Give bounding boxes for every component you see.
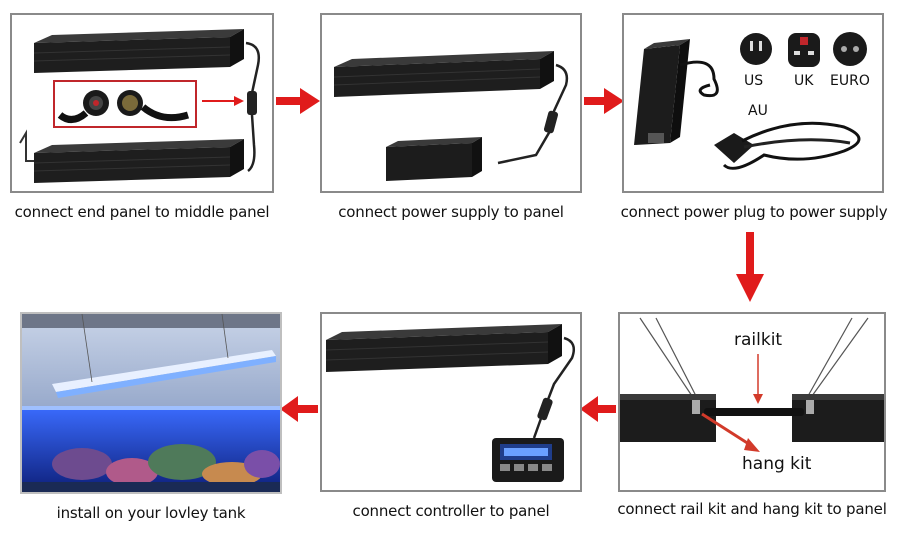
flow-arrow-right-1 bbox=[276, 88, 320, 114]
power-supply-brick bbox=[386, 137, 482, 181]
uk-plug-label: UK bbox=[794, 73, 814, 89]
step-1-panel bbox=[10, 13, 274, 193]
power-adapter bbox=[634, 39, 719, 145]
left-fixture bbox=[620, 394, 716, 442]
aquarium-tank bbox=[22, 406, 280, 492]
step-3-panel: US UK EURO AU bbox=[622, 13, 884, 193]
flow-arrow-down bbox=[736, 232, 764, 302]
step-1-caption: connect end panel to middle panel bbox=[14, 203, 270, 221]
top-light-fixture bbox=[33, 29, 244, 73]
flow-arrow-right-2 bbox=[584, 88, 624, 114]
euro-plug-icon bbox=[833, 32, 867, 66]
step-4-panel: railkit hang kit bbox=[618, 312, 886, 492]
au-plug-label: AU bbox=[748, 103, 768, 119]
connector-closeup bbox=[57, 90, 190, 123]
step-6-panel bbox=[20, 312, 282, 494]
us-plug-icon bbox=[740, 33, 772, 65]
hang-kit-label: hang kit bbox=[742, 454, 812, 474]
flow-arrow-left-2 bbox=[280, 396, 318, 422]
bottom-light-fixture bbox=[19, 129, 244, 183]
installed-light-fixture bbox=[52, 314, 276, 398]
us-plug-label: US bbox=[744, 73, 764, 89]
step-3-caption: connect power plug to power supply bbox=[620, 203, 888, 221]
flow-arrow-left-1 bbox=[580, 396, 616, 422]
uk-plug-icon bbox=[788, 33, 820, 67]
right-fixture bbox=[792, 394, 884, 442]
step-2-caption: connect power supply to panel bbox=[338, 203, 564, 221]
step-4-caption: connect rail kit and hang kit to panel bbox=[617, 500, 887, 518]
step-5-caption: connect controller to panel bbox=[352, 502, 550, 520]
au-plug-cable bbox=[714, 121, 861, 170]
step-2-panel bbox=[320, 13, 582, 193]
light-fixture bbox=[325, 324, 562, 372]
controller-device bbox=[492, 438, 564, 482]
railkit-label: railkit bbox=[734, 330, 783, 350]
step-6-caption: install on your lovley tank bbox=[56, 504, 246, 522]
light-fixture bbox=[333, 51, 554, 97]
euro-plug-label: EURO bbox=[830, 73, 870, 89]
rail-bar bbox=[704, 408, 804, 416]
step-5-panel bbox=[320, 312, 582, 492]
